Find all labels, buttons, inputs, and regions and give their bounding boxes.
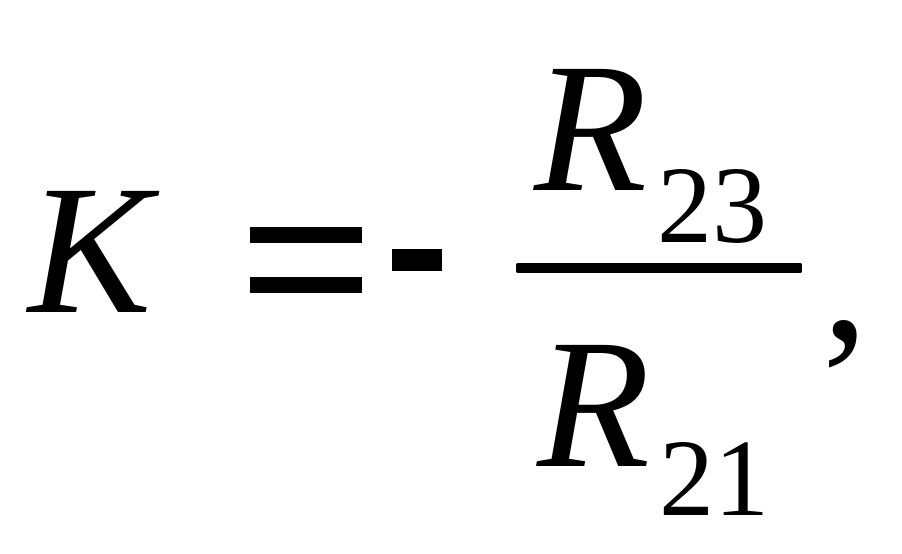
equals-bar-bottom xyxy=(250,277,362,293)
variable-k: K xyxy=(28,148,152,353)
numerator-variable: R xyxy=(534,26,648,231)
denominator-variable: R xyxy=(537,302,651,507)
minus-sign xyxy=(392,249,442,271)
numerator-subscript: 23 xyxy=(657,144,767,266)
trailing-comma: , xyxy=(822,175,869,380)
denominator-subscript: 21 xyxy=(659,417,769,539)
equals-bar-top xyxy=(250,227,362,243)
fraction-bar xyxy=(516,263,802,273)
